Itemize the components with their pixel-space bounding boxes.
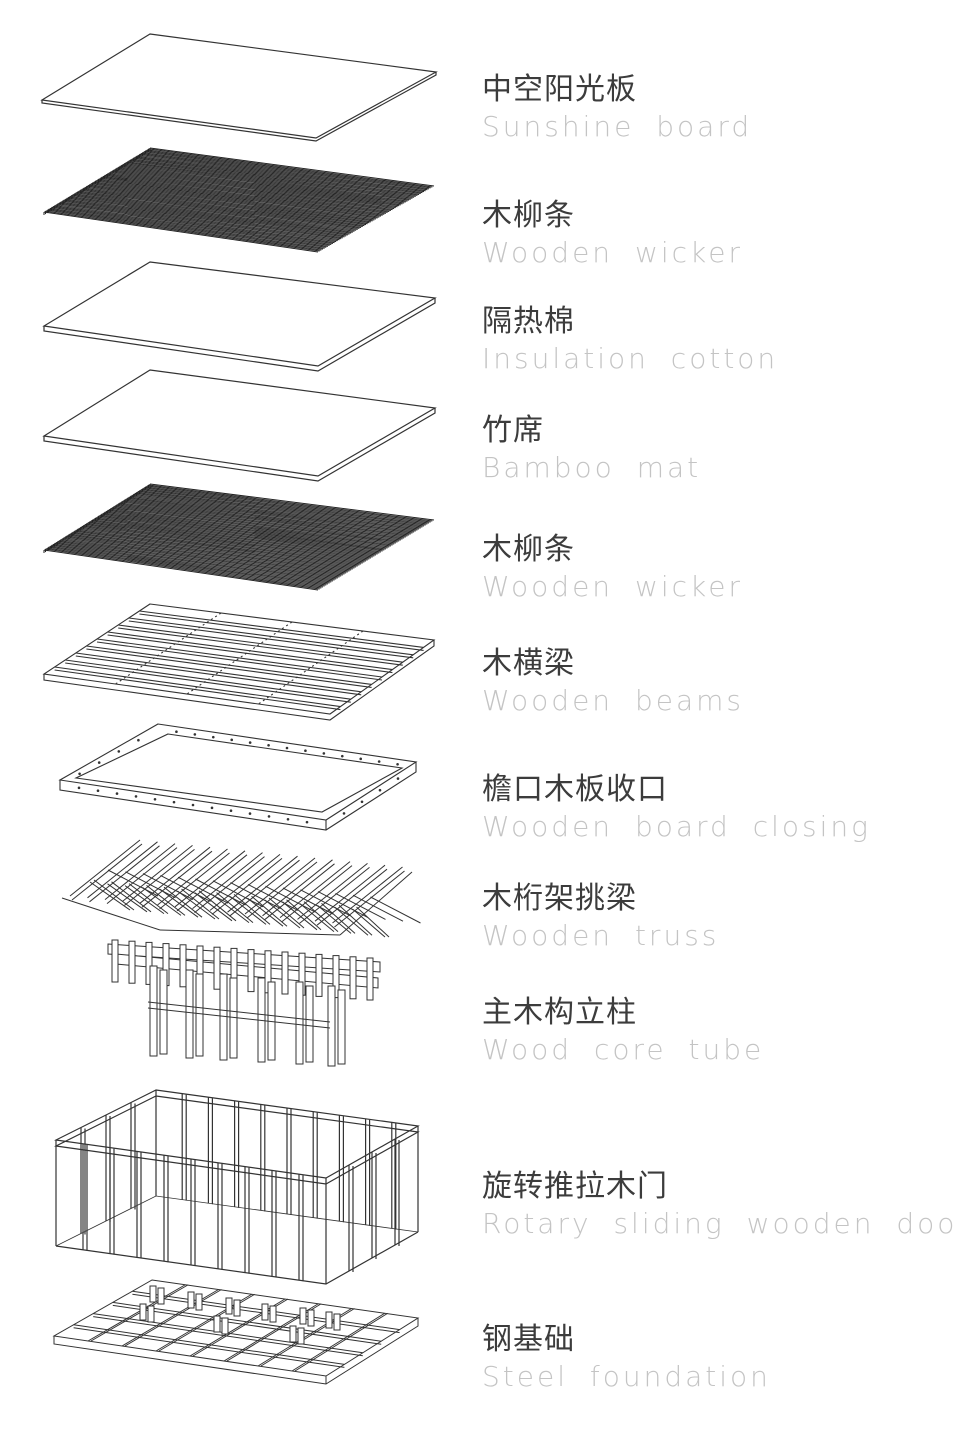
label-rotary-sliding-wooden-door: 旋转推拉木门 Rotary sliding wooden door xyxy=(482,1169,960,1241)
label-wooden-truss: 木桁架挑梁 Wooden truss xyxy=(482,881,719,953)
wooden-board-closing-drawing xyxy=(58,723,418,831)
label-cn: 木横梁 xyxy=(482,646,575,681)
label-wooden-wicker-upper: 木柳条 Wooden wicker xyxy=(482,198,743,270)
label-wooden-wicker-lower: 木柳条 Wooden wicker xyxy=(482,532,743,604)
label-wood-core-tube: 主木构立柱 Wood core tube xyxy=(482,995,764,1067)
wooden-truss-drawing xyxy=(61,839,421,938)
label-en: Steel foundation xyxy=(482,1360,771,1393)
label-bamboo-mat: 竹席 Bamboo mat xyxy=(482,413,701,485)
label-en: Wooden wicker xyxy=(482,570,743,603)
label-en: Bamboo mat xyxy=(482,451,702,484)
steel-foundation-drawing xyxy=(52,1279,420,1385)
rotary-sliding-wooden-door-drawing xyxy=(54,1089,420,1285)
label-cn: 竹席 xyxy=(482,413,544,448)
label-en: Sunshine board xyxy=(482,110,753,143)
label-cn: 主木构立柱 xyxy=(482,995,637,1030)
label-en: Insulation cotton xyxy=(482,342,779,375)
label-cn: 木柳条 xyxy=(482,532,575,567)
label-cn: 木桁架挑梁 xyxy=(482,881,637,916)
sunshine-board-drawing xyxy=(40,33,438,142)
label-insulation-cotton: 隔热棉 Insulation cotton xyxy=(482,304,778,376)
label-cn: 木柳条 xyxy=(482,198,575,233)
wooden-wicker-lower-drawing xyxy=(43,483,435,591)
label-steel-foundation: 钢基础 Steel foundation xyxy=(482,1322,771,1394)
wooden-beams-drawing xyxy=(42,603,436,721)
wooden-wicker-upper-drawing xyxy=(43,147,435,253)
label-en: Wooden truss xyxy=(482,919,720,952)
label-sunshine-board: 中空阳光板 Sunshine board xyxy=(482,72,752,144)
label-en: Wooden wicker xyxy=(482,236,743,269)
wood-core-tube-drawing xyxy=(107,939,381,1067)
label-cn: 旋转推拉木门 xyxy=(482,1169,668,1204)
label-en: Rotary sliding wooden door xyxy=(482,1207,960,1240)
label-cn: 钢基础 xyxy=(482,1322,575,1357)
insulation-cotton-drawing xyxy=(42,261,437,372)
label-wooden-beams: 木横梁 Wooden beams xyxy=(482,646,744,718)
bamboo-mat-drawing xyxy=(42,369,437,482)
label-cn: 中空阳光板 xyxy=(482,72,637,107)
label-cn: 隔热棉 xyxy=(482,304,575,339)
label-wooden-board-closing: 檐口木板收口 Wooden board closing xyxy=(482,772,871,844)
label-cn: 檐口木板收口 xyxy=(482,772,668,807)
label-en: Wood core tube xyxy=(482,1033,765,1066)
label-en: Wooden beams xyxy=(482,684,744,717)
label-en: Wooden board closing xyxy=(482,810,871,843)
